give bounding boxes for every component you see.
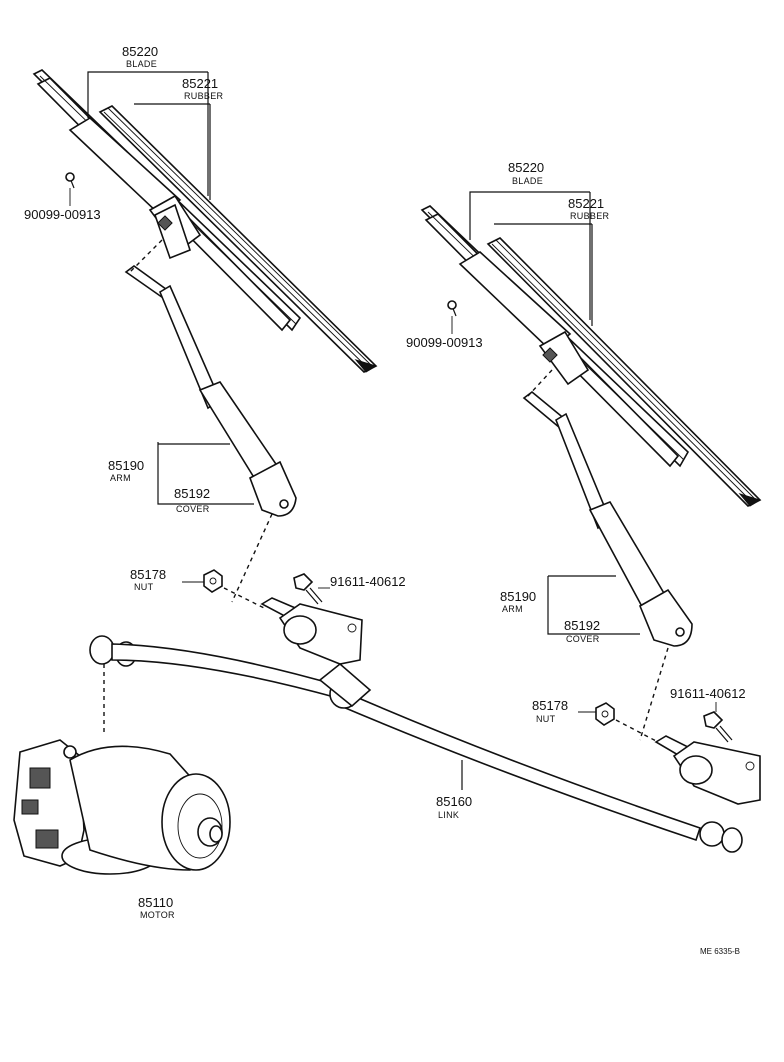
part-name: BLADE bbox=[512, 176, 543, 186]
callout-motor: 85110 MOTOR bbox=[138, 895, 175, 920]
part-number: 85178 bbox=[532, 698, 568, 713]
right-wiper-rubber bbox=[486, 237, 762, 507]
right-nut-guide bbox=[615, 719, 659, 743]
right-nut bbox=[595, 702, 615, 726]
part-number: 85192 bbox=[174, 486, 210, 501]
part-number: 85190 bbox=[500, 589, 536, 604]
part-number: 85192 bbox=[564, 618, 600, 633]
callout-link: 85160 LINK bbox=[436, 794, 472, 820]
part-number: 91611-40612 bbox=[670, 686, 746, 701]
part-number: 85221 bbox=[182, 76, 218, 91]
part-name: LINK bbox=[438, 810, 459, 820]
callout-rubber-right: 85221 RUBBER bbox=[568, 196, 610, 221]
part-number: 90099-00913 bbox=[24, 207, 101, 222]
part-name: ARM bbox=[110, 473, 131, 483]
part-number: 85221 bbox=[568, 196, 604, 211]
callout-cover-left: 85192 COVER bbox=[174, 486, 210, 514]
part-name: NUT bbox=[134, 582, 154, 592]
part-name: BLADE bbox=[126, 59, 157, 69]
left-arm-pivot-guide bbox=[231, 513, 273, 603]
left-wiper-arm bbox=[124, 265, 297, 517]
part-name: COVER bbox=[176, 504, 210, 514]
callout-blade-right: 85220 BLADE bbox=[508, 160, 544, 186]
figure-code: ME 6335-B bbox=[700, 947, 740, 956]
callout-arm-left: 85190 ARM bbox=[108, 458, 144, 483]
wiper-link bbox=[89, 635, 743, 853]
part-name: COVER bbox=[566, 634, 600, 644]
right-arm-pivot-guide bbox=[639, 647, 669, 741]
left-wiper-blade bbox=[32, 69, 302, 332]
right-pivot bbox=[654, 735, 761, 805]
left-nut-guide bbox=[223, 587, 265, 609]
part-name: MOTOR bbox=[140, 910, 175, 920]
part-number: 85190 bbox=[108, 458, 144, 473]
callout-nut-left: 85178 NUT bbox=[130, 567, 166, 592]
left-wiper-rubber bbox=[98, 105, 378, 373]
callout-cover-right: 85192 COVER bbox=[564, 618, 600, 644]
left-bolt bbox=[293, 573, 323, 605]
callout-screw-left: 90099-00913 bbox=[24, 207, 101, 222]
part-number: 85220 bbox=[122, 44, 158, 59]
right-bolt bbox=[703, 711, 733, 743]
left-pivot bbox=[260, 597, 363, 665]
callout-screw-right: 90099-00913 bbox=[406, 335, 483, 350]
callout-blade-left: 85220 BLADE bbox=[122, 44, 158, 69]
part-name: ARM bbox=[502, 604, 523, 614]
callout-bolt-left: 91611-40612 bbox=[330, 574, 406, 589]
right-screw bbox=[447, 300, 457, 317]
part-number: 85160 bbox=[436, 794, 472, 809]
part-number: 90099-00913 bbox=[406, 335, 483, 350]
part-name: NUT bbox=[536, 714, 556, 724]
callout-rubber-left: 85221 RUBBER bbox=[182, 76, 224, 101]
part-number: 91611-40612 bbox=[330, 574, 406, 589]
part-number: 85110 bbox=[138, 895, 173, 910]
part-number: 85220 bbox=[508, 160, 544, 175]
wiper-motor bbox=[13, 739, 231, 875]
right-arm-blade-guide bbox=[527, 369, 553, 397]
left-screw bbox=[65, 172, 75, 189]
right-wiper-arm bbox=[522, 390, 693, 647]
right-wiper-blade bbox=[420, 205, 690, 468]
left-nut bbox=[203, 569, 223, 593]
part-number: 85178 bbox=[130, 567, 166, 582]
callout-nut-right: 85178 NUT bbox=[532, 698, 568, 724]
callout-bolt-right: 91611-40612 bbox=[670, 686, 746, 701]
part-name: RUBBER bbox=[570, 211, 610, 221]
callout-arm-right: 85190 ARM bbox=[500, 589, 536, 614]
part-name: RUBBER bbox=[184, 91, 224, 101]
